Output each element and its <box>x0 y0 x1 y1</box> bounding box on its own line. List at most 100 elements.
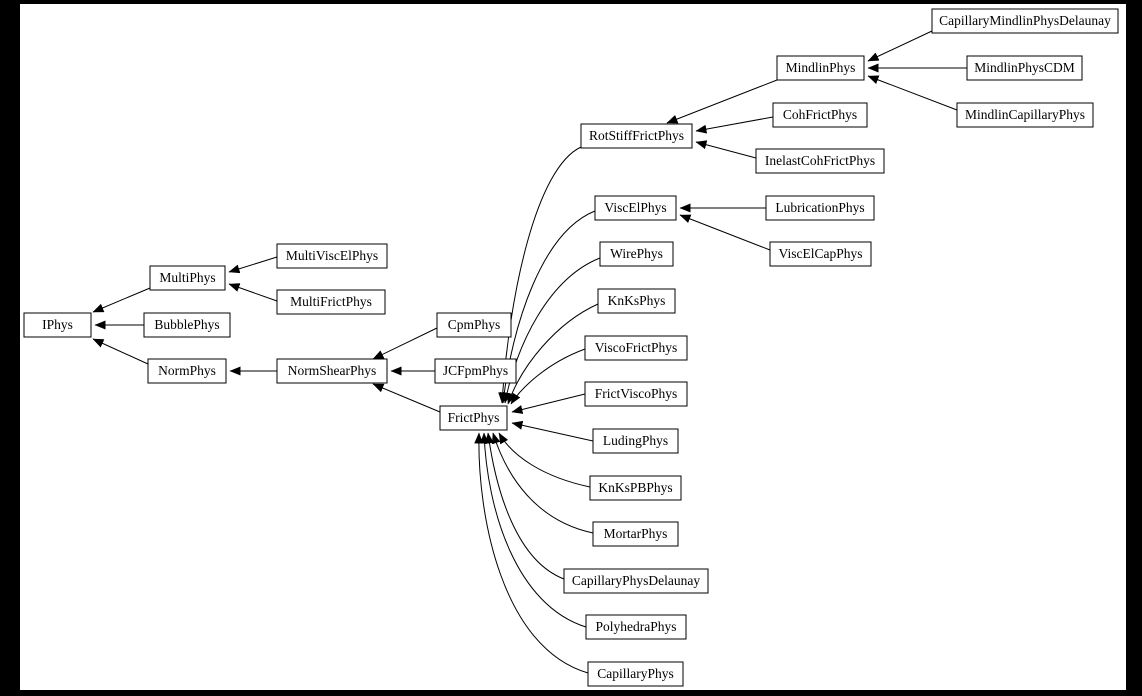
node-label-CapillaryMindlinPhysDelaunay: CapillaryMindlinPhysDelaunay <box>939 13 1111 28</box>
edge-knksphys-to-frictphys <box>507 303 599 405</box>
node-label-KnKsPhys: KnKsPhys <box>608 293 666 308</box>
edge-mindlinphys-to-rotstifffrictphys <box>666 79 778 124</box>
node-box-CapillaryMindlinPhysDelaunay <box>931 8 1119 34</box>
node-box-MindlinPhysCDM <box>966 55 1083 81</box>
node-label-ViscoFrictPhys: ViscoFrictPhys <box>595 340 677 355</box>
node-label-ViscElPhys: ViscElPhys <box>604 200 666 215</box>
node-box-MultiPhys <box>149 265 226 291</box>
node-LubricationPhys[interactable]: LubricationPhys <box>765 195 875 221</box>
node-box-LubricationPhys <box>765 195 875 221</box>
node-label-RotStiffFrictPhys: RotStiffFrictPhys <box>589 128 684 143</box>
node-label-MultiPhys: MultiPhys <box>159 270 215 285</box>
node-label-LudingPhys: LudingPhys <box>603 433 668 448</box>
node-label-CapillaryPhys: CapillaryPhys <box>597 666 674 681</box>
edge-normphys-to-iphys <box>92 338 149 365</box>
edge-mindlincapillaryphys-to-mindlinphys <box>867 75 958 111</box>
edge-cohfrictphys-to-rotstifffrictphys <box>695 116 774 134</box>
node-IPhys[interactable]: IPhys <box>23 312 92 338</box>
node-label-LubricationPhys: LubricationPhys <box>775 200 864 215</box>
node-MindlinPhysCDM[interactable]: MindlinPhysCDM <box>966 55 1083 81</box>
edge-multifrictphys-to-multiphys <box>228 283 278 302</box>
node-box-CapillaryPhysDelaunay <box>563 568 709 594</box>
edge-multiviscelphys-to-multiphys <box>228 256 278 274</box>
node-label-CapillaryPhysDelaunay: CapillaryPhysDelaunay <box>572 573 700 588</box>
node-NormPhys[interactable]: NormPhys <box>147 358 227 384</box>
node-ViscoFrictPhys[interactable]: ViscoFrictPhys <box>584 335 688 361</box>
node-CapillaryPhys[interactable]: CapillaryPhys <box>587 661 684 687</box>
node-LudingPhys[interactable]: LudingPhys <box>592 428 679 454</box>
node-box-MindlinPhys <box>776 55 865 81</box>
node-label-WirePhys: WirePhys <box>610 246 663 261</box>
node-InelastCohFrictPhys[interactable]: InelastCohFrictPhys <box>755 148 885 174</box>
node-label-MultiFrictPhys: MultiFrictPhys <box>290 294 372 309</box>
edge-cpmphys-to-normshearphys <box>372 327 438 360</box>
node-PolyhedraPhys[interactable]: PolyhedraPhys <box>585 614 687 640</box>
edge-viscelcapphys-to-viscelphys <box>679 214 771 251</box>
edge-knkspbphys-to-frictphys <box>498 432 591 488</box>
node-box-KnKsPhys <box>597 288 676 314</box>
node-box-WirePhys <box>599 241 674 267</box>
node-MultiViscElPhys[interactable]: MultiViscElPhys <box>276 243 388 269</box>
node-MortarPhys[interactable]: MortarPhys <box>592 521 679 547</box>
node-WirePhys[interactable]: WirePhys <box>599 241 674 267</box>
node-label-ViscElCapPhys: ViscElCapPhys <box>779 246 863 261</box>
node-box-MortarPhys <box>592 521 679 547</box>
node-MindlinCapillaryPhys[interactable]: MindlinCapillaryPhys <box>956 102 1094 128</box>
node-JCFpmPhys[interactable]: JCFpmPhys <box>434 358 517 384</box>
node-box-IPhys <box>23 312 92 338</box>
node-FrictPhys[interactable]: FrictPhys <box>439 405 508 431</box>
edge-ludingphys-to-frictphys <box>511 420 594 442</box>
node-box-NormShearPhys <box>276 358 388 384</box>
node-BubblePhys[interactable]: BubblePhys <box>143 312 231 338</box>
node-KnKsPhys[interactable]: KnKsPhys <box>597 288 676 314</box>
node-label-NormShearPhys: NormShearPhys <box>288 363 377 378</box>
node-FrictViscoPhys[interactable]: FrictViscoPhys <box>584 381 688 407</box>
edge-mortarphys-to-frictphys <box>491 432 594 534</box>
node-box-ViscElCapPhys <box>769 241 872 267</box>
node-CohFrictPhys[interactable]: CohFrictPhys <box>772 102 868 128</box>
node-label-JCFpmPhys: JCFpmPhys <box>443 363 508 378</box>
node-box-PolyhedraPhys <box>585 614 687 640</box>
node-ViscElCapPhys[interactable]: ViscElCapPhys <box>769 241 872 267</box>
node-CapillaryPhysDelaunay[interactable]: CapillaryPhysDelaunay <box>563 568 709 594</box>
node-box-MindlinCapillaryPhys <box>956 102 1094 128</box>
node-MultiPhys[interactable]: MultiPhys <box>149 265 226 291</box>
node-box-InelastCohFrictPhys <box>755 148 885 174</box>
node-box-BubblePhys <box>143 312 231 338</box>
node-box-NormPhys <box>147 358 227 384</box>
node-NormShearPhys[interactable]: NormShearPhys <box>276 358 388 384</box>
node-label-MindlinCapillaryPhys: MindlinCapillaryPhys <box>965 107 1085 122</box>
node-ViscElPhys[interactable]: ViscElPhys <box>594 195 677 221</box>
node-CpmPhys[interactable]: CpmPhys <box>436 312 512 338</box>
node-MindlinPhys[interactable]: MindlinPhys <box>776 55 865 81</box>
node-box-CapillaryPhys <box>587 661 684 687</box>
node-label-MultiViscElPhys: MultiViscElPhys <box>286 248 378 263</box>
node-label-FrictPhys: FrictPhys <box>448 410 500 425</box>
node-box-KnKsPBPhys <box>589 475 682 501</box>
edge-frictphys-to-normshearphys <box>372 383 441 413</box>
node-label-CpmPhys: CpmPhys <box>448 317 501 332</box>
node-MultiFrictPhys[interactable]: MultiFrictPhys <box>276 289 386 315</box>
node-label-MindlinPhysCDM: MindlinPhysCDM <box>974 60 1075 75</box>
node-KnKsPBPhys[interactable]: KnKsPBPhys <box>589 475 682 501</box>
node-label-CohFrictPhys: CohFrictPhys <box>783 107 857 122</box>
node-CapillaryMindlinPhysDelaunay[interactable]: CapillaryMindlinPhysDelaunay <box>931 8 1119 34</box>
node-box-CohFrictPhys <box>772 102 868 128</box>
node-label-MindlinPhys: MindlinPhys <box>786 60 856 75</box>
node-box-LudingPhys <box>592 428 679 454</box>
node-RotStiffFrictPhys[interactable]: RotStiffFrictPhys <box>580 123 693 149</box>
node-box-CpmPhys <box>436 312 512 338</box>
node-box-ViscoFrictPhys <box>584 335 688 361</box>
node-box-JCFpmPhys <box>434 358 517 384</box>
edge-capillaryphys-to-frictphys <box>474 432 589 674</box>
node-box-ViscElPhys <box>594 195 677 221</box>
edge-inelastcohfrictphys-to-rotstifffrictphys <box>695 140 757 159</box>
node-label-NormPhys: NormPhys <box>158 363 216 378</box>
edge-capillarymindlinphysdelaunay-to-mindlinphys <box>867 30 933 62</box>
node-label-KnKsPBPhys: KnKsPBPhys <box>598 480 672 495</box>
node-label-PolyhedraPhys: PolyhedraPhys <box>596 619 677 634</box>
node-label-FrictViscoPhys: FrictViscoPhys <box>595 386 677 401</box>
node-box-FrictViscoPhys <box>584 381 688 407</box>
edge-capillaryphysdelaunay-to-frictphys <box>484 432 565 580</box>
